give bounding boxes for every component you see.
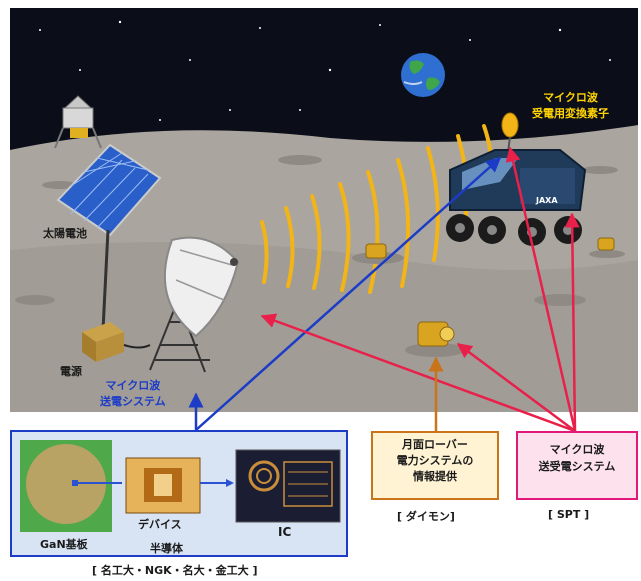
rover-info-line2: 電力システムの [396, 454, 474, 467]
mw-receive-line2: 受電用変換素子 [532, 107, 609, 120]
stars [39, 20, 611, 121]
power-source-box [82, 322, 151, 362]
mw-system-box: マイクロ波 送受電システム [516, 431, 638, 500]
mw-system-line2: 送受電システム [538, 460, 616, 473]
parabolic-antenna [149, 236, 240, 373]
power-source-label: 電源 [60, 365, 82, 378]
mw-transmit-line2: 送電システム [100, 395, 166, 408]
ic-chip-icon [235, 449, 341, 523]
semiconductor-illustrations [20, 440, 341, 532]
mw-receive-label: マイクロ波 受電用変換素子 [532, 90, 609, 122]
device-label: デバイス [138, 518, 182, 531]
blue-arrows [188, 156, 502, 431]
solar-panel-label: 太陽電池 [43, 227, 87, 240]
rover-info-line3: 情報提供 [413, 470, 457, 483]
right-source-label: [ SPT ] [548, 508, 590, 521]
rover-info-box: 月面ローバー 電力システムの 情報提供 [371, 431, 499, 500]
lunar-lander [54, 95, 102, 149]
rover-info-line1: 月面ローバー [402, 438, 468, 451]
ic-label: IC [278, 525, 292, 539]
semiconductor-box: GaN基板 デバイス 半導体 IC [10, 430, 348, 557]
semiconductor-label: 半導体 [150, 542, 183, 555]
mid-source-label: [ ダイモン] [397, 510, 455, 523]
mw-transmit-line1: マイクロ波 [105, 379, 161, 392]
solar-panel [56, 143, 162, 331]
space-background [10, 8, 638, 158]
left-source-label: [ 名工大・NGK・名大・金工大 ] [92, 564, 258, 577]
mw-receive-line1: マイクロ波 [543, 91, 598, 104]
rover-logo: JAXA [536, 196, 558, 205]
mw-system-line1: マイクロ波 [549, 443, 605, 456]
mw-transmit-label: マイクロ波 送電システム [100, 378, 166, 410]
gan-substrate-label: GaN基板 [40, 538, 88, 551]
gan-wafer-icon [26, 444, 106, 524]
red-arrows [260, 146, 580, 433]
earth [401, 53, 445, 97]
microwave-receiver [501, 112, 519, 153]
